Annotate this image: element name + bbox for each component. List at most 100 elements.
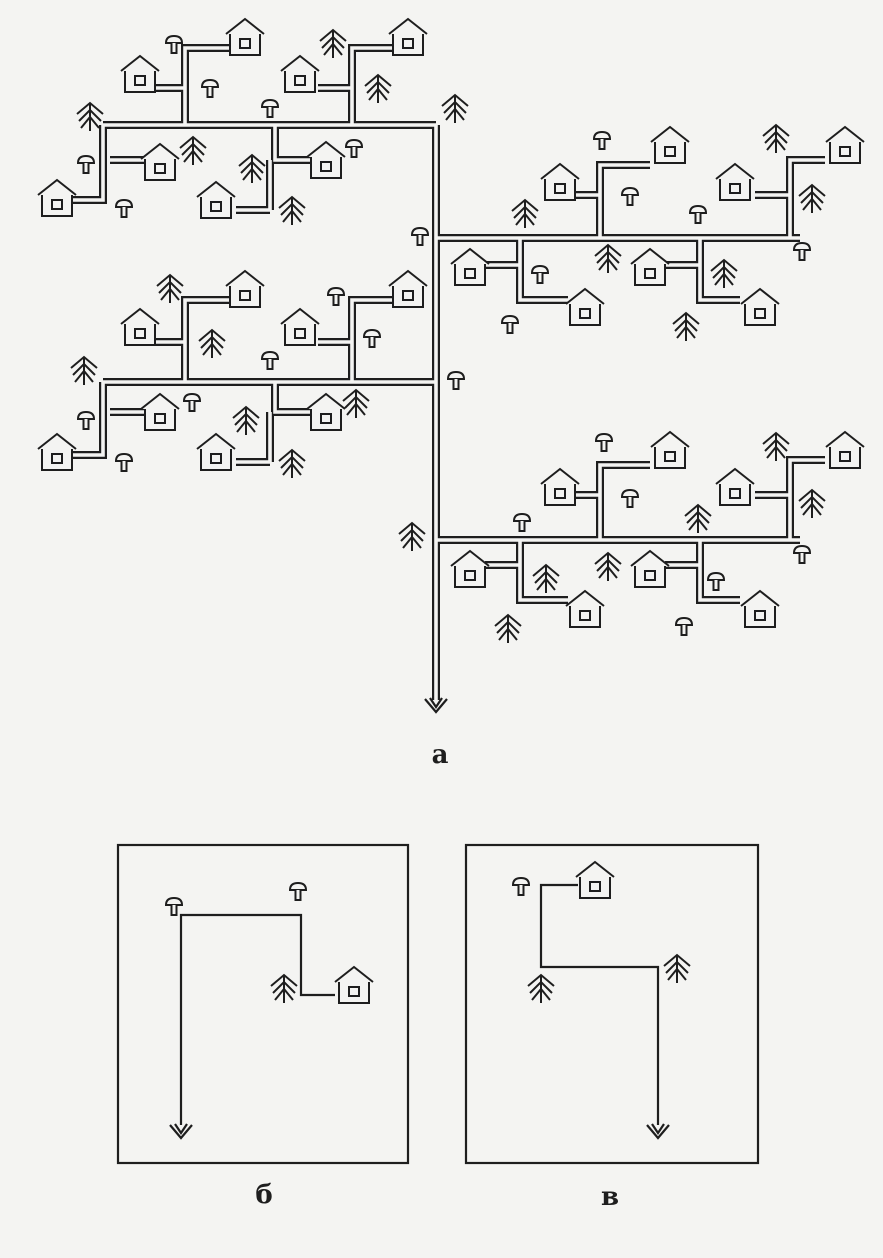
tree-icon [198, 328, 226, 358]
arrow-icon [424, 697, 448, 714]
road-segment [788, 158, 825, 238]
mushroom-icon [260, 350, 280, 370]
tree-icon [76, 101, 104, 131]
mushroom-icon [446, 370, 466, 390]
panel-label-a: а [431, 740, 449, 770]
house-icon [196, 180, 236, 219]
house-icon [450, 549, 490, 588]
road-segment [596, 161, 650, 238]
house-icon [540, 162, 580, 201]
house-icon [280, 307, 320, 346]
road-segment [698, 540, 740, 602]
tree-icon [798, 488, 826, 518]
mushroom-icon [362, 328, 382, 348]
tree-icon [441, 93, 469, 123]
mushroom-icon [592, 130, 612, 150]
house-icon [334, 965, 374, 1004]
house-icon [565, 589, 605, 628]
mushroom-icon [326, 286, 346, 306]
mushroom-icon [674, 616, 694, 636]
tree-icon [342, 388, 370, 418]
path-line [539, 883, 660, 1125]
house-icon [306, 140, 346, 179]
landmarks [37, 17, 865, 1140]
house-icon [225, 17, 265, 56]
mushroom-icon [792, 241, 812, 261]
tree-icon [663, 953, 691, 983]
house-icon [225, 269, 265, 308]
mushroom-icon [260, 98, 280, 118]
house-icon [388, 17, 428, 56]
panel-label-b: б [255, 1180, 273, 1210]
house-icon [715, 467, 755, 506]
house-icon [120, 54, 160, 93]
road-segment [516, 540, 568, 604]
road-segment [788, 458, 825, 540]
house-icon [565, 287, 605, 326]
mushroom-icon [114, 452, 134, 472]
tree-icon [364, 73, 392, 103]
tree-icon [179, 135, 207, 165]
house-icon [630, 549, 670, 588]
road-segment [696, 540, 740, 604]
mushroom-icon [530, 264, 550, 284]
tree-icon [398, 521, 426, 551]
house-icon [140, 392, 180, 431]
panel-b-frame [116, 843, 410, 1165]
road-segment [66, 382, 105, 457]
road-segment [786, 456, 825, 540]
mushroom-icon [500, 314, 520, 334]
mushroom-icon [594, 432, 614, 452]
house-icon [37, 178, 77, 217]
tree-icon [527, 973, 555, 1003]
road-segment [598, 163, 650, 238]
tree-icon [798, 183, 826, 213]
road-segment [518, 540, 568, 602]
road-segment [350, 298, 392, 382]
road-segment [183, 298, 230, 382]
tree-icon [762, 123, 790, 153]
mushroom-icon [706, 571, 726, 591]
house-icon [280, 54, 320, 93]
arrow-icon [646, 1123, 670, 1140]
tree-icon [156, 273, 184, 303]
mushroom-icon [164, 34, 184, 54]
panel-v-frame [464, 843, 760, 1165]
house-icon [450, 247, 490, 286]
house-icon [388, 269, 428, 308]
road-segment [598, 463, 650, 540]
mushroom-icon [114, 198, 134, 218]
mushroom-icon [164, 896, 184, 916]
tree-icon [684, 503, 712, 533]
mushroom-icon [688, 204, 708, 224]
house-icon [575, 860, 615, 899]
tree-icon [710, 258, 738, 288]
tree-icon [494, 613, 522, 643]
tree-icon [70, 355, 98, 385]
mushroom-icon [410, 226, 430, 246]
tree-icon [278, 448, 306, 478]
mushroom-icon [511, 876, 531, 896]
house-icon [630, 247, 670, 286]
mushroom-icon [512, 512, 532, 532]
house-icon [715, 162, 755, 201]
mushroom-icon [76, 154, 96, 174]
road-segment [350, 46, 392, 125]
mushroom-icon [200, 78, 220, 98]
mushroom-icon [344, 138, 364, 158]
house-icon [306, 392, 346, 431]
panel-label-v: в [600, 1182, 620, 1212]
tree-icon [762, 431, 790, 461]
mushroom-icon [288, 881, 308, 901]
path-line [179, 913, 335, 1125]
house-icon [196, 432, 236, 471]
house-icon [740, 589, 780, 628]
road-segment [273, 125, 320, 162]
house-icon [825, 430, 865, 469]
tree-icon [511, 198, 539, 228]
mushroom-icon [76, 410, 96, 430]
road-segment [596, 461, 650, 540]
road-segment [698, 238, 740, 302]
house-icon [740, 287, 780, 326]
